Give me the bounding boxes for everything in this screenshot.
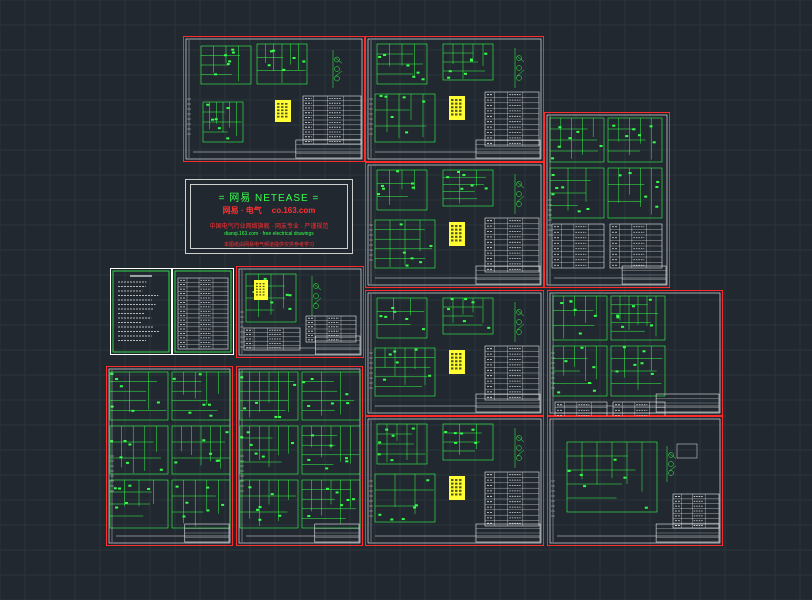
title-block-brand: 网易 · 电气	[222, 206, 262, 215]
drawing-sheet-1[interactable]	[183, 36, 365, 162]
title-block-subheading: 网易 · 电气 co.163.com	[191, 205, 347, 216]
title-block-inner-frame: = 网易 NETEASE = 网易 · 电气 co.163.com 中国电气行业网…	[190, 184, 348, 249]
drawing-sheet-13[interactable]	[547, 416, 723, 546]
drawing-sheet-6[interactable]	[172, 268, 234, 355]
drawing-sheet-10[interactable]	[106, 366, 233, 546]
netease-title-block[interactable]: = 网易 NETEASE = 网易 · 电气 co.163.com 中国电气行业网…	[185, 179, 353, 254]
drawing-sheet-2[interactable]	[365, 36, 544, 162]
title-block-note: 本图纸由网易电气频道提供仅供参考学习	[223, 242, 314, 248]
drawing-sheet-4[interactable]	[544, 112, 670, 288]
drawing-sheet-7[interactable]	[236, 266, 364, 358]
drawing-sheet-3[interactable]	[365, 162, 544, 288]
drawing-sheet-8[interactable]	[365, 290, 544, 416]
drawing-sheet-5[interactable]	[110, 268, 172, 355]
title-block-site: co.163.com	[271, 206, 316, 215]
title-block-heading: = 网易 NETEASE =	[218, 193, 320, 204]
drawing-sheet-11[interactable]	[236, 366, 363, 546]
drawing-sheet-12[interactable]	[365, 416, 544, 546]
drawing-sheet-9[interactable]	[547, 290, 723, 416]
title-block-slogan: 中国电气行业网络旗舰 · 网友专业 · 严谨规范	[209, 224, 329, 230]
title-block-url: dianqi.163.com · free electrical drawing…	[224, 231, 314, 237]
